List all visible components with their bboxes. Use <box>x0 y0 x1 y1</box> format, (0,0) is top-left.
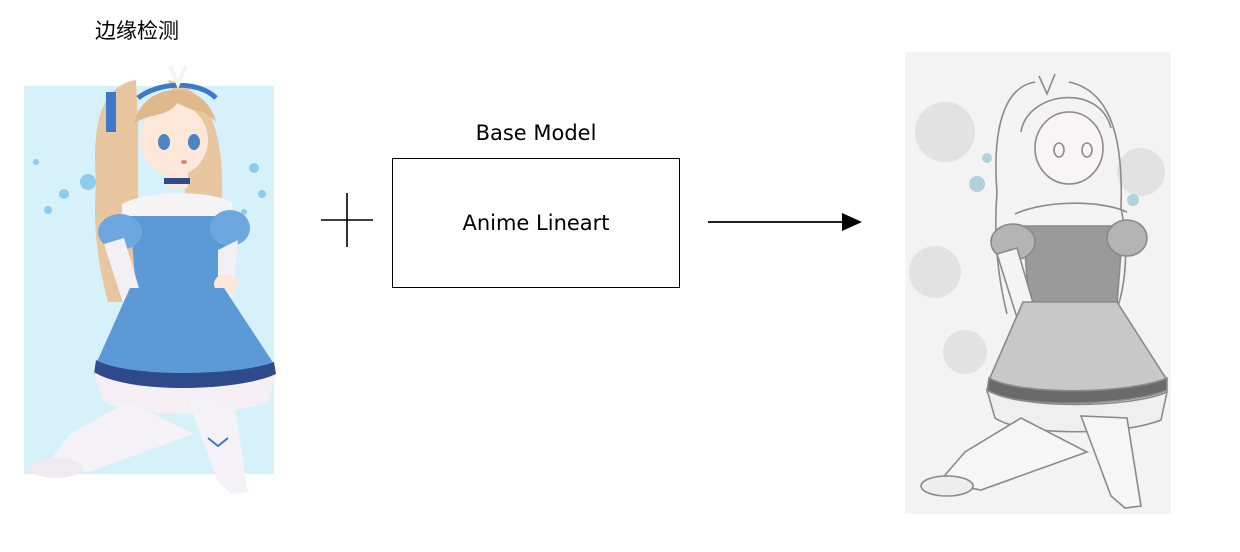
model-box: Anime Lineart <box>392 158 680 288</box>
plus-icon <box>320 192 374 248</box>
output-lineart-image <box>905 52 1171 514</box>
input-image <box>18 62 280 494</box>
model-name: Anime Lineart <box>462 211 610 235</box>
base-model-label: Base Model <box>475 121 597 145</box>
diagram-title: 边缘检测 <box>95 19 179 43</box>
arrow-right-icon <box>706 210 866 234</box>
